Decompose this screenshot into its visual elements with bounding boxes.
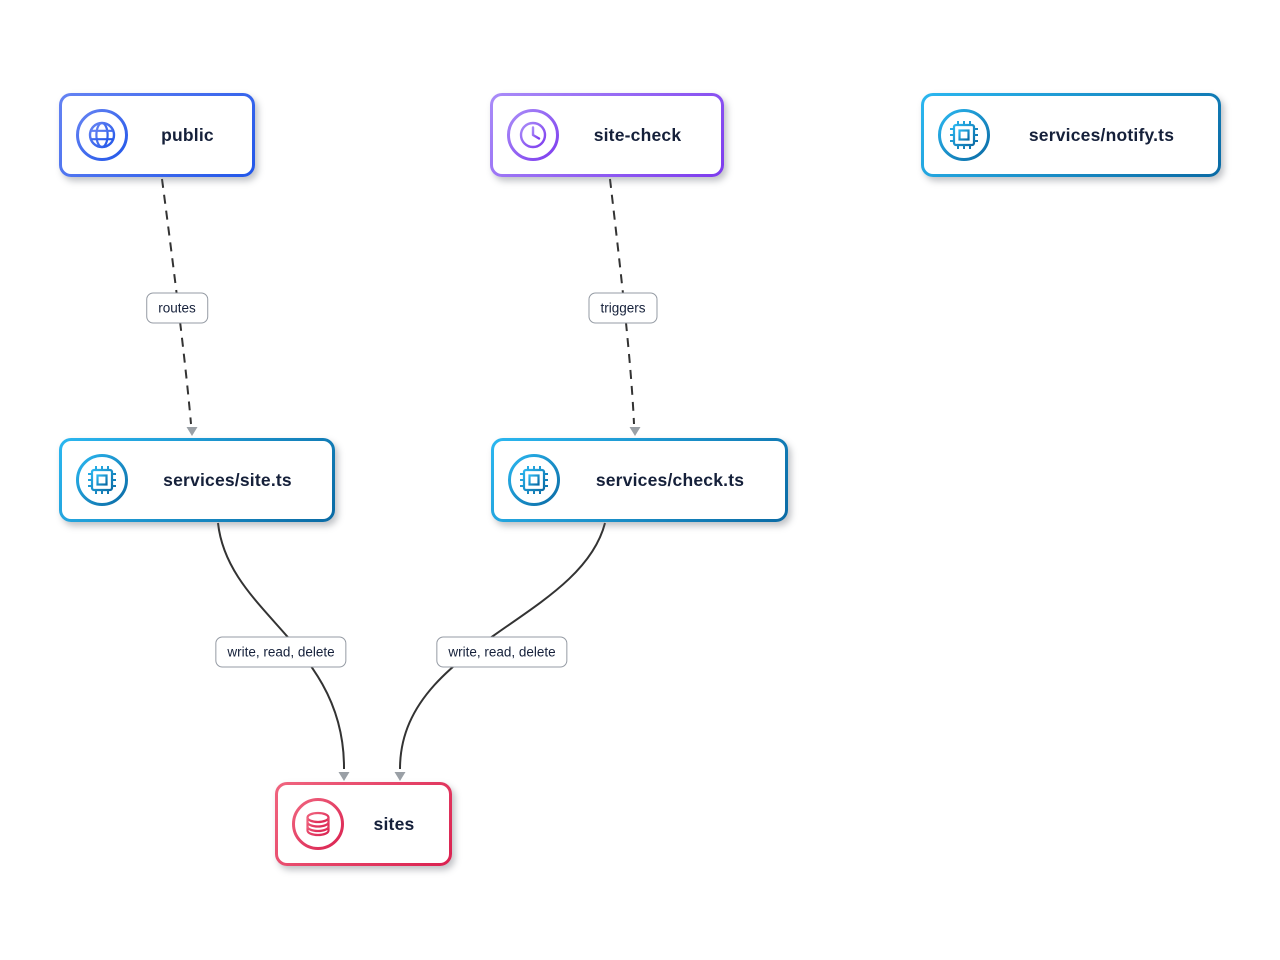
node-label: services/notify.ts [1028,124,1175,145]
chip-icon [937,108,991,162]
node-public[interactable]: public [59,93,255,177]
edge-label-routes: routes [146,292,208,324]
node-body: services/check.ts [494,441,785,519]
edge-label-triggers: triggers [588,292,658,324]
globe-icon [75,108,129,162]
node-label: services/site.ts [163,469,292,490]
node-body: public [62,96,252,174]
node-body: services/notify.ts [924,96,1218,174]
edge-label-write-read-delete: write, read, delete [215,636,347,668]
chip-icon [507,453,561,507]
edge-check-to-sites [399,522,606,770]
node-label: services/check.ts [595,469,745,490]
node-label: site-check [593,124,682,145]
arrowhead [629,427,641,436]
arrowhead [186,427,198,436]
node-services-notify[interactable]: services/notify.ts [921,93,1221,177]
node-body: sites [278,785,449,863]
node-label: sites [373,813,415,834]
clock-icon [506,108,560,162]
arrowhead [394,772,406,781]
node-services-check[interactable]: services/check.ts [491,438,788,522]
database-icon [291,797,345,851]
chip-icon [75,453,129,507]
arrowhead [338,772,350,781]
node-site-check[interactable]: site-check [490,93,724,177]
node-sites[interactable]: sites [275,782,452,866]
edge-site-to-sites [217,522,346,770]
node-body: services/site.ts [62,441,332,519]
edge-label-write-read-delete: write, read, delete [436,636,568,668]
node-label: public [161,124,214,145]
node-services-site[interactable]: services/site.ts [59,438,335,522]
node-body: site-check [493,96,721,174]
